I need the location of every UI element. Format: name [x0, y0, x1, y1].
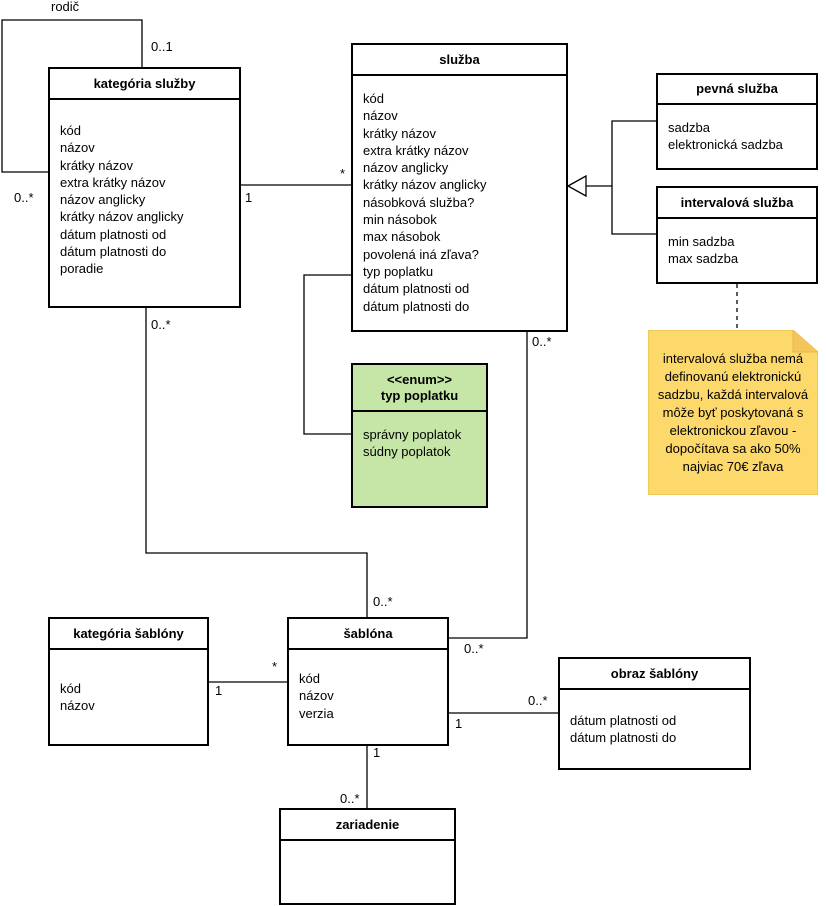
kategoria-sablona-association-line — [145, 308, 368, 617]
attribute: názov — [60, 698, 95, 714]
note-line: sadzbu, každá intervalová — [657, 387, 809, 402]
note-line: intervalová služba nemá — [662, 351, 804, 366]
class-kategoria-sluzby: kategória služby kód názov krátky názov … — [48, 67, 241, 308]
multiplicity-label: 1 — [373, 745, 381, 760]
class-title: služba — [353, 45, 566, 76]
attribute: typ poplatku — [363, 263, 434, 279]
multiplicity-label: 0..* — [340, 791, 360, 806]
class-zariadenie: zariadenie — [279, 808, 456, 905]
attribute: názov — [60, 140, 95, 156]
attribute: názov — [363, 108, 398, 124]
attribute: min sadzba — [668, 234, 735, 249]
multiplicity-label: 1 — [245, 190, 253, 205]
attribute-list: kód názov — [50, 650, 207, 715]
multiplicity-label: * — [272, 659, 278, 674]
multiplicity-label: 0..1 — [151, 39, 173, 54]
class-intervalova-sluzba: intervalová služba min sadzba max sadzba — [656, 186, 818, 284]
class-kategoria-sablony: kategória šablóny kód názov — [48, 617, 209, 746]
attribute: názov anglicky — [60, 192, 146, 208]
class-title: pevná služba — [658, 75, 816, 105]
class-title: obraz šablóny — [560, 659, 749, 690]
attribute-list: kód názov krátky názov extra krátky názo… — [50, 100, 239, 278]
attribute: dátum platnosti do — [60, 244, 167, 260]
attribute: dátum platnosti do — [570, 730, 677, 746]
attribute: poradie — [60, 261, 104, 277]
multiplicity-label: 0..* — [528, 693, 548, 708]
attribute-list: sadzba elektronická sadzba — [658, 105, 816, 154]
note-line: dopočítava sa ako 50% — [665, 441, 801, 456]
attribute-list: kód názov verzia — [289, 650, 447, 722]
pevna-generalization-line — [611, 120, 656, 186]
attribute: správny poplatok — [363, 427, 462, 442]
multiplicity-label: 0..* — [14, 190, 34, 205]
multiplicity-label: 1 — [455, 716, 463, 731]
attribute: elektronická sadzba — [668, 137, 783, 153]
class-pevna-sluzba: pevná služba sadzba elektronická sadzba — [656, 73, 818, 170]
note-line: elektronickou zľavou - — [669, 423, 797, 438]
class-title: zariadenie — [281, 810, 454, 841]
class-title: intervalová služba — [658, 188, 816, 219]
attribute: súdny poplatok — [363, 444, 451, 460]
attribute: krátky názov anglicky — [60, 209, 184, 225]
attribute-list: dátum platnosti od dátum platnosti do — [560, 690, 749, 747]
note-text: intervalová služba nemá definovanú elekt… — [651, 350, 815, 476]
enum-header: <<enum>> typ poplatku — [353, 365, 486, 412]
intervalova-generalization-line — [586, 185, 656, 235]
self-association-line — [1, 19, 143, 173]
generalization-arrowhead — [566, 174, 587, 198]
attribute: krátky názov — [60, 157, 133, 173]
multiplicity-label: 0..* — [151, 317, 171, 332]
sluzba-sablona-association-line — [448, 331, 528, 639]
attribute: názov anglicky — [363, 160, 449, 176]
class-title: kategória služby — [50, 69, 239, 100]
class-title: kategória šablóny — [50, 619, 207, 650]
attribute: názov — [299, 688, 334, 704]
multiplicity-label: 0..* — [373, 594, 393, 609]
enum-stereotype: <<enum>> — [386, 371, 453, 387]
enum-typ-poplatku: <<enum>> typ poplatku správny poplatok s… — [351, 363, 488, 508]
attribute: krátky názov — [363, 125, 436, 141]
note-line: definovanú elektronickú — [664, 369, 802, 384]
multiplicity-label: 0..* — [464, 641, 484, 656]
attribute: násobková služba? — [363, 194, 475, 210]
role-label-rodic: rodič — [51, 0, 80, 14]
class-sluzba: služba kód názov krátky názov extra krát… — [351, 43, 568, 332]
attribute: kód — [60, 123, 81, 138]
multiplicity-label: * — [340, 166, 346, 181]
attribute: max sadzba — [668, 251, 739, 267]
class-title: šablóna — [289, 619, 447, 650]
attribute: kód — [363, 91, 384, 106]
multiplicity-label: 0..* — [532, 334, 552, 349]
attribute: dátum platnosti od — [363, 281, 470, 297]
attribute: extra krátky názov — [363, 142, 469, 158]
attribute: max násobok — [363, 229, 441, 245]
attribute: verzia — [299, 705, 334, 721]
note: intervalová služba nemá definovanú elekt… — [648, 330, 818, 495]
attribute: dátum platnosti od — [570, 713, 677, 728]
attribute: dátum platnosti do — [363, 298, 470, 314]
class-sablona: šablóna kód názov verzia — [287, 617, 449, 746]
note-line: môže byť poskytovaná s — [662, 405, 804, 420]
attribute-list: kód názov krátky názov extra krátky názo… — [353, 76, 566, 315]
class-obraz-sablony: obraz šablóny dátum platnosti od dátum p… — [558, 657, 751, 770]
attribute: povolená iná zľava? — [363, 246, 479, 262]
attribute-list: správny poplatok súdny poplatok — [353, 412, 486, 461]
typ-poplatku-enum-line — [303, 274, 351, 435]
attribute: sadzba — [668, 120, 710, 135]
note-line: najviac 70€ zľava — [682, 459, 784, 474]
class-title: typ poplatku — [380, 387, 459, 403]
attribute: dátum platnosti od — [60, 226, 167, 242]
attribute: kód — [60, 681, 81, 696]
attribute: kód — [299, 671, 320, 686]
attribute: krátky názov anglicky — [363, 177, 487, 193]
attribute-list: min sadzba max sadzba — [658, 219, 816, 268]
note-shape — [648, 330, 818, 495]
attribute: extra krátky názov — [60, 174, 166, 190]
multiplicity-label: 1 — [215, 683, 223, 698]
attribute: min násobok — [363, 212, 437, 228]
